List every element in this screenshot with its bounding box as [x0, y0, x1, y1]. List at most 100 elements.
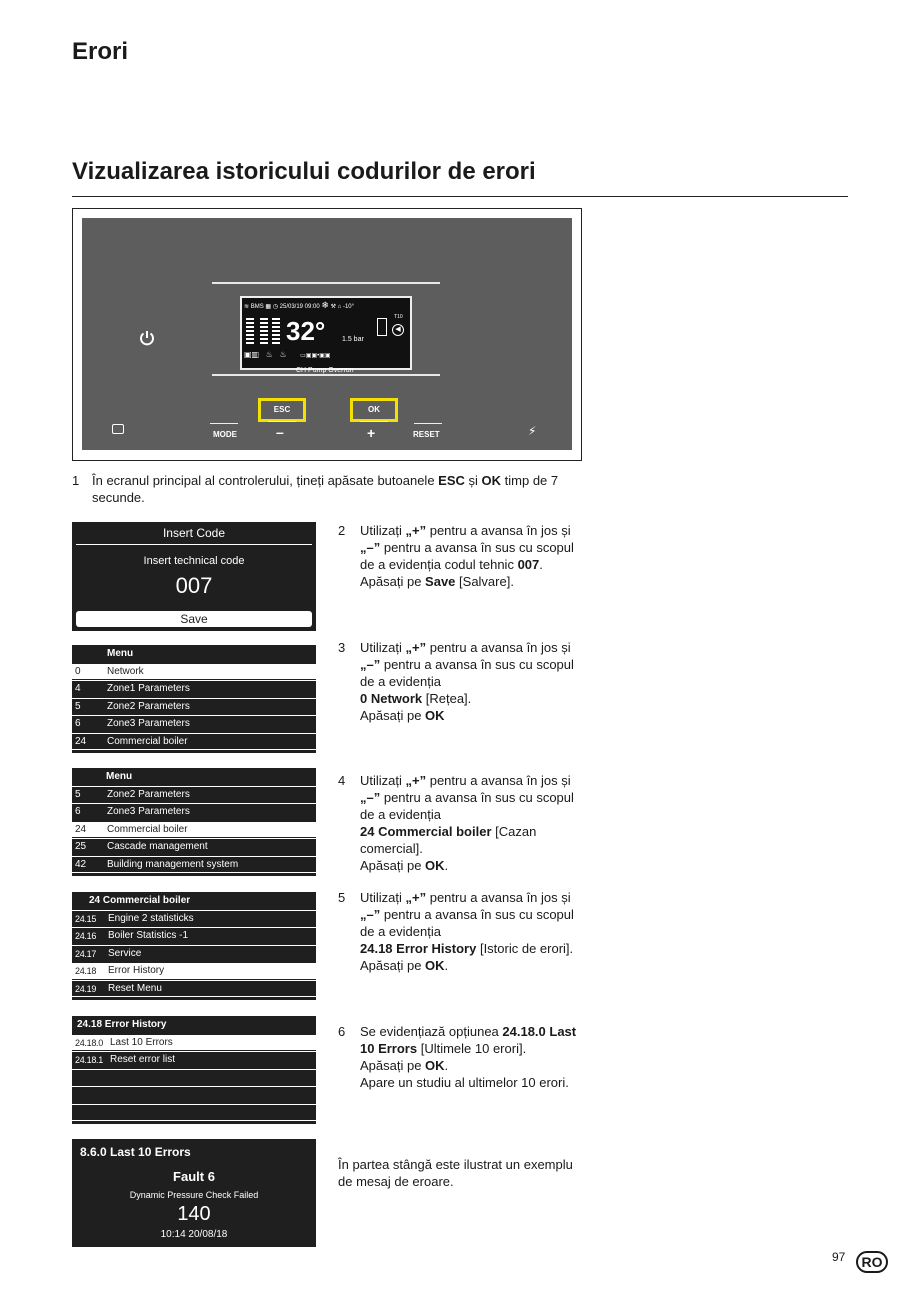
screen-separator — [76, 544, 312, 545]
step-text: și — [464, 473, 482, 488]
ok-button[interactable]: OK — [350, 398, 398, 422]
reset-button[interactable]: RESET — [413, 430, 440, 439]
row-code: 24.19 — [75, 983, 97, 994]
language-badge: RO — [856, 1251, 888, 1273]
controller-figure: ≋ BMS ▦ ◷ 25/03/19 09:00 ❄ ⚒ ⌂ -10° 32° … — [72, 208, 582, 461]
ok-button-underline — [360, 421, 388, 422]
step-bold: OK — [481, 473, 502, 488]
menu-row — [72, 1103, 316, 1121]
step-text: . — [444, 858, 449, 873]
row-code: 5 — [75, 700, 81, 712]
chimney-sweep-icon[interactable]: ⚡ — [528, 424, 537, 438]
esc-button[interactable]: ESC — [258, 398, 306, 422]
step-bold: „–” — [360, 907, 381, 922]
row-code: 6 — [75, 718, 81, 730]
step-bold: OK — [425, 958, 445, 973]
row-label: Engine 2 statisticks — [108, 913, 194, 924]
step-text: pentru a avansa în sus cu scopul de a ev… — [360, 540, 574, 572]
step-2: 2 Utilizați „+” pentru a avansa în jos ș… — [338, 522, 588, 590]
step-text: [Rețea]. — [422, 691, 472, 706]
step-text: . — [444, 1058, 449, 1073]
row-label: Zone3 Parameters — [107, 806, 190, 818]
flame-icon: ♨ — [265, 350, 273, 359]
step-text: Apăsați pe — [360, 858, 426, 873]
controller-display: ≋ BMS ▦ ◷ 25/03/19 09:00 ❄ ⚒ ⌂ -10° 32° … — [240, 296, 412, 370]
section-heading: Erori — [72, 38, 129, 65]
row-code: 24.16 — [75, 931, 97, 942]
outdoor-temperature: -10° — [342, 304, 355, 310]
step-text: Apare un studiu al ultimelor 10 erori. — [360, 1075, 569, 1090]
mode-button[interactable]: MODE — [213, 430, 237, 439]
save-button[interactable]: Save — [76, 611, 312, 627]
title-rule — [72, 196, 848, 197]
step-text: Apăsați pe — [360, 574, 426, 589]
step-bold: ESC — [438, 473, 465, 488]
step-text: Apăsați pe — [360, 958, 426, 973]
step-bold: „–” — [360, 657, 381, 672]
menu-row[interactable]: 6 Zone3 Parameters — [72, 715, 316, 732]
page-title: Vizualizarea istoricului codurilor de er… — [72, 158, 536, 185]
row-label: Commercial boiler — [107, 823, 188, 835]
fault-description: Dynamic Pressure Check Failed — [129, 1190, 259, 1200]
row-label: Zone3 Parameters — [107, 718, 190, 730]
controller-panel: ≋ BMS ▦ ◷ 25/03/19 09:00 ❄ ⚒ ⌂ -10° 32° … — [82, 218, 572, 450]
code-value[interactable]: 007 — [175, 573, 213, 598]
lock-icon[interactable] — [112, 424, 124, 434]
screen-title: 8.6.0 Last 10 Errors — [80, 1145, 191, 1159]
step-text: . — [444, 958, 449, 973]
step-text: [Salvare]. — [455, 574, 514, 589]
step-text: pentru a avansa în sus cu scopul de a ev… — [360, 657, 574, 689]
esc-button-underline — [268, 421, 296, 422]
plus-button[interactable]: + — [367, 425, 376, 441]
step-text: Se evidențiază opțiunea — [360, 1024, 503, 1039]
step-6: 6 Se evidențiază opțiunea 24.18.0 Last 1… — [338, 1023, 588, 1091]
gauge-icon — [246, 318, 254, 344]
panel-bottom-line — [212, 374, 440, 376]
mode-button-line — [210, 423, 238, 424]
step-bold: 007 — [517, 557, 540, 572]
step-bold: 24.18 Error History — [360, 941, 477, 956]
t10-label: T10 — [394, 314, 403, 320]
step-number: 3 — [338, 640, 346, 655]
step-bold: „+” — [405, 773, 427, 788]
menu-title: Menu — [106, 771, 133, 782]
wrench-icon: ⚒ — [330, 304, 336, 310]
step-3: 3 Utilizați „+” pentru a avansa în jos ș… — [338, 639, 588, 724]
fault-timestamp: 10:14 20/08/18 — [160, 1229, 228, 1240]
row-code: 24.18.1 — [75, 1055, 103, 1066]
screen-title: Insert Code — [162, 526, 226, 540]
row-code: 42 — [75, 858, 87, 870]
step-4: 4 Utilizați „+” pentru a avansa în jos ș… — [338, 772, 588, 874]
step-text: pentru a avansa în jos și — [426, 773, 571, 788]
display-status-text: CH Pump Overrun — [296, 367, 354, 374]
wifi-icon: ≋ — [244, 304, 250, 310]
step-number: 6 — [338, 1024, 346, 1039]
step-bold: „+” — [405, 523, 427, 538]
minus-button[interactable]: – — [276, 424, 284, 440]
step-text: pentru a avansa în jos și — [426, 640, 571, 655]
display-status-bar: ≋ BMS ▦ ◷ 25/03/19 09:00 ❄ ⚒ ⌂ -10° — [244, 300, 354, 311]
snowflake-icon: ❄ — [321, 300, 329, 310]
bms-label: BMS — [250, 304, 264, 310]
power-icon[interactable] — [138, 329, 156, 352]
step-bold: OK — [425, 708, 445, 723]
step-text: pentru a avansa în sus cu scopul de a ev… — [360, 907, 574, 939]
